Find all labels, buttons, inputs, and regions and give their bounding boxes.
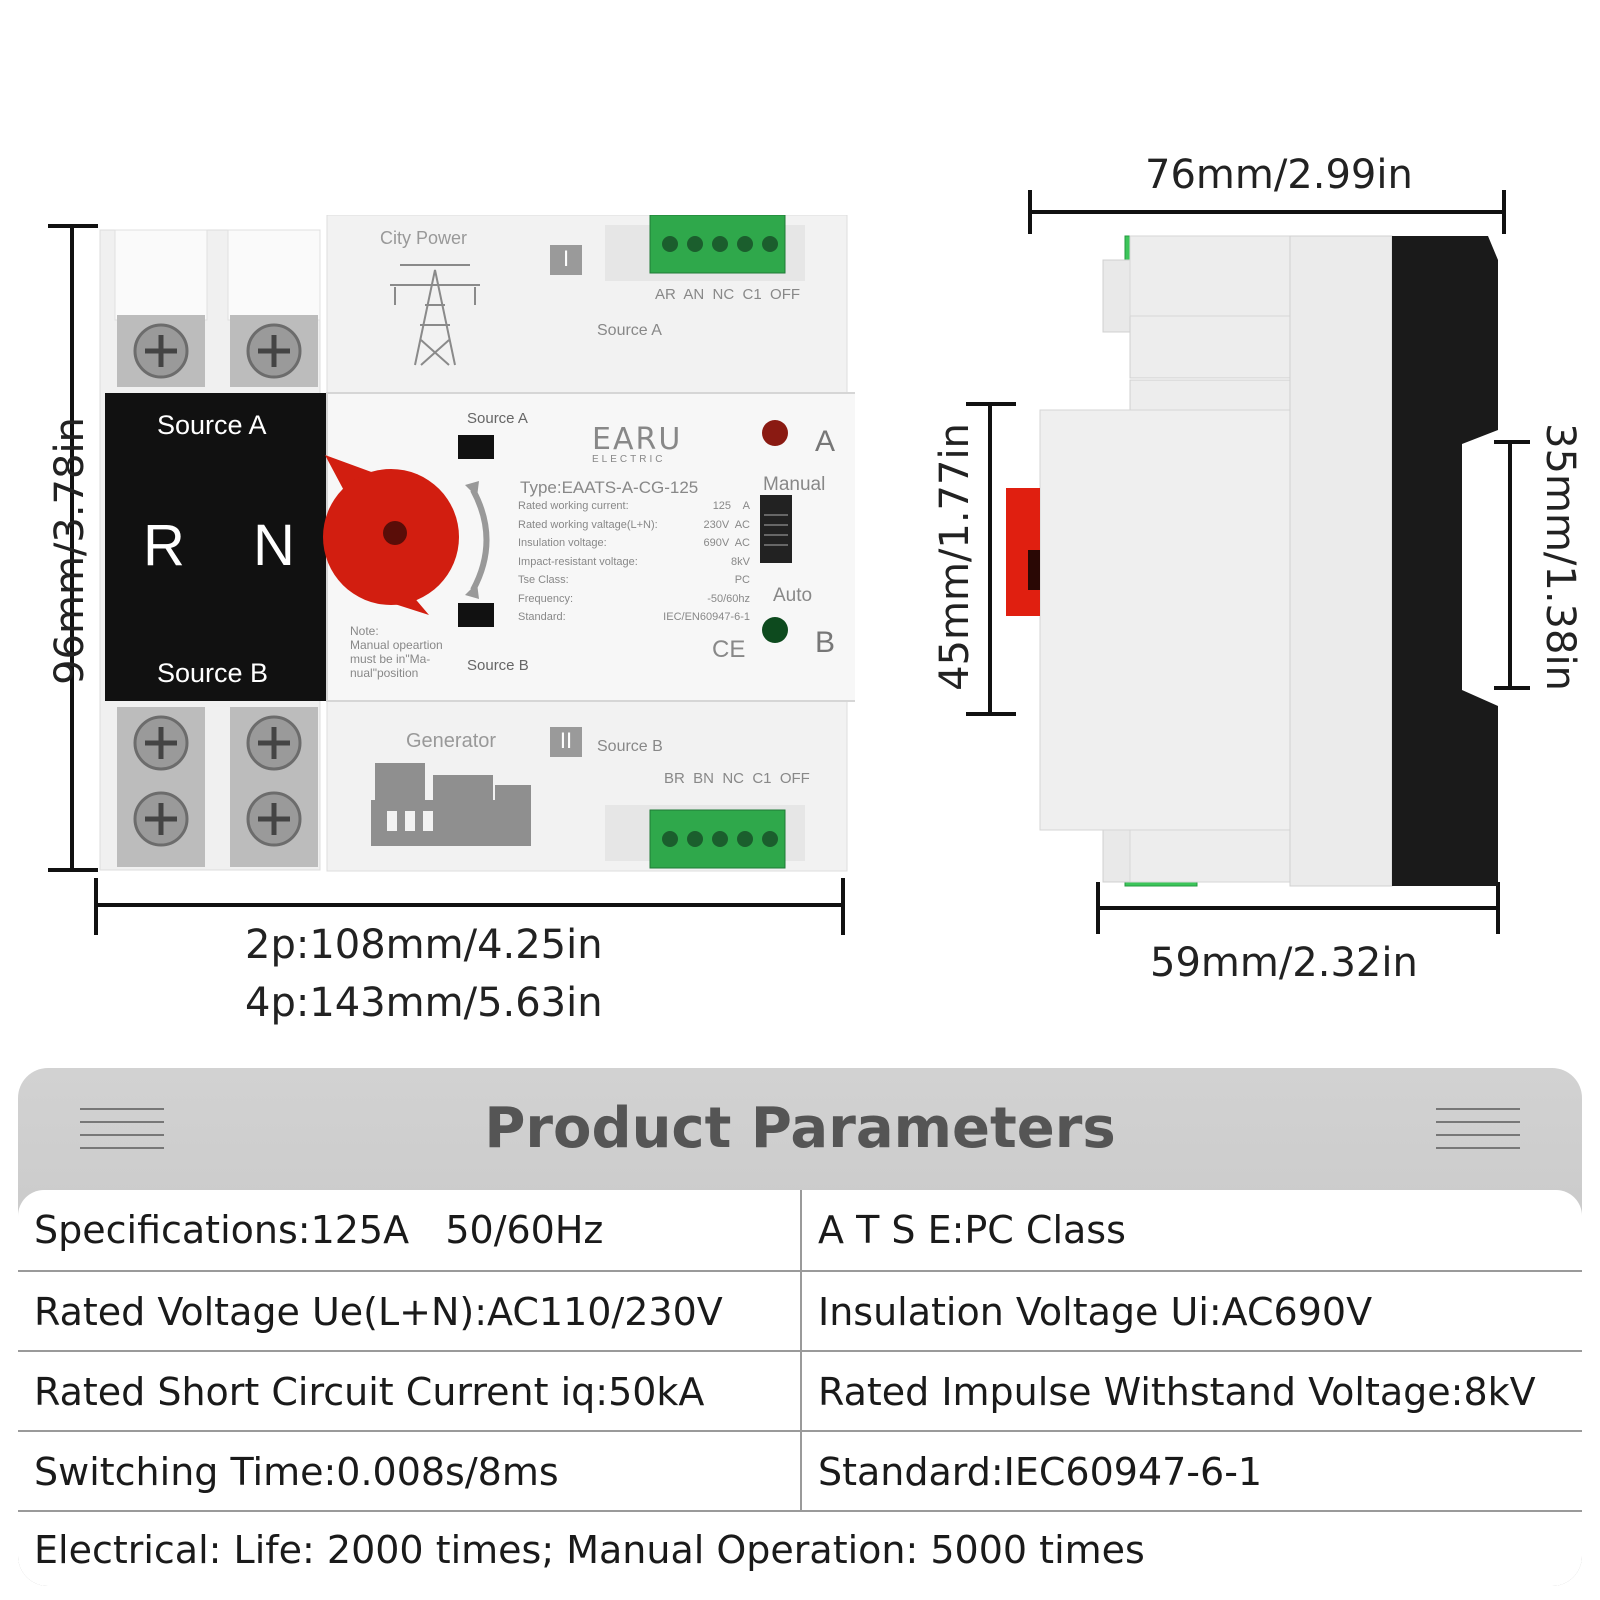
roman-one: I bbox=[562, 246, 570, 271]
handle-height-label: 45mm/1.77in bbox=[932, 423, 978, 691]
top-source-label: Source A bbox=[597, 322, 662, 339]
mode-switch bbox=[760, 495, 792, 563]
param-cell-left: Rated Short Circuit Current iq:50kA bbox=[34, 1370, 705, 1414]
front-height-label: 96mm/3.78in bbox=[47, 417, 93, 685]
roman-two: II bbox=[559, 728, 573, 753]
block-source-b: Source B bbox=[157, 658, 269, 688]
dimension-lines bbox=[48, 190, 1530, 935]
window-source-a-label: Source A bbox=[467, 410, 528, 427]
side-width-label: 76mm/2.99in bbox=[1145, 152, 1413, 198]
led-b-icon bbox=[762, 617, 788, 643]
type-label: Type:EAATS-A-CG-125 bbox=[520, 478, 699, 497]
table-row: Rated Voltage Ue(L+N):AC110/230V Insulat… bbox=[18, 1270, 1582, 1352]
power-pylon-icon bbox=[390, 264, 480, 366]
city-power-label: City Power bbox=[380, 228, 468, 248]
led-a-icon bbox=[762, 420, 788, 446]
product-parameters-panel: Product Parameters Specifications:125A 5… bbox=[18, 1068, 1582, 1586]
param-cell-left: Switching Time:0.008s/8ms bbox=[34, 1450, 559, 1494]
front-width-label-2p: 2p:108mm/4.25in bbox=[245, 922, 603, 968]
rotary-handle bbox=[323, 455, 459, 615]
terminal-screws-top bbox=[117, 315, 318, 387]
side-depth-label: 59mm/2.32in bbox=[1150, 940, 1418, 986]
params-title: Product Parameters bbox=[484, 1096, 1116, 1161]
table-row: Switching Time:0.008s/8ms Standard:IEC60… bbox=[18, 1430, 1582, 1512]
spec-row: Tse Class:PC bbox=[518, 574, 750, 586]
block-source-a: Source A bbox=[157, 410, 267, 440]
table-row: Rated Short Circuit Current iq:50kA Rate… bbox=[18, 1350, 1582, 1432]
param-cell-right: Insulation Voltage Ui:AC690V bbox=[818, 1290, 1373, 1334]
param-cell-right: Rated Impulse Withstand Voltage:8kV bbox=[818, 1370, 1536, 1414]
param-cell-right: A T S E:PC Class bbox=[818, 1208, 1126, 1252]
block-r: R bbox=[143, 513, 185, 578]
generator-label: Generator bbox=[406, 730, 497, 752]
spec-row: Insulation voltage:690V AC bbox=[518, 537, 750, 549]
spec-row: Standard:IEC/EN60947-6-1 bbox=[518, 611, 750, 623]
param-cell-full: Electrical: Life: 2000 times; Manual Ope… bbox=[34, 1528, 1145, 1572]
auto-label: Auto bbox=[773, 585, 813, 606]
spec-row: Impact-resistant voltage:8kV bbox=[518, 555, 750, 568]
rotation-arrow-icon bbox=[470, 488, 490, 592]
top-terminal-labels: AR AN NC C1 OFF bbox=[655, 286, 801, 303]
window-source-b-label: Source B bbox=[467, 657, 529, 674]
decorative-lines-right bbox=[1436, 1108, 1520, 1160]
param-cell-right: Standard:IEC60947-6-1 bbox=[818, 1450, 1263, 1494]
ce-mark: CE bbox=[712, 636, 746, 663]
param-cell-left: Specifications:125A 50/60Hz bbox=[34, 1208, 604, 1252]
generator-icon bbox=[371, 763, 531, 846]
spec-list: Rated working current:125 A Rated workin… bbox=[518, 500, 750, 630]
decorative-lines-left bbox=[80, 1108, 164, 1160]
control-terminal-top bbox=[649, 215, 786, 274]
front-width-label-4p: 4p:143mm/5.63in bbox=[245, 980, 603, 1026]
block-n: N bbox=[253, 513, 295, 578]
terminal-screws-bottom bbox=[117, 707, 318, 867]
bottom-terminal-labels: BR BN NC C1 OFF bbox=[664, 770, 810, 787]
bottom-source-label: Source B bbox=[597, 738, 663, 755]
indicator-b-label: B bbox=[815, 626, 836, 659]
table-row-full: Electrical: Life: 2000 times; Manual Ope… bbox=[18, 1510, 1582, 1586]
params-table: Specifications:125A 50/60Hz A T S E:PC C… bbox=[18, 1190, 1582, 1586]
brand-logo: EARU bbox=[592, 422, 683, 457]
brand-sub: ELECTRIC bbox=[592, 454, 666, 465]
side-view-device bbox=[1006, 235, 1498, 887]
spec-row: Rated working valtage(L+N):230V AC bbox=[518, 518, 750, 531]
indicator-a-label: A bbox=[815, 425, 836, 458]
front-view-device bbox=[99, 215, 855, 872]
param-cell-left: Rated Voltage Ue(L+N):AC110/230V bbox=[34, 1290, 723, 1334]
spec-row: Rated working current:125 A bbox=[518, 500, 750, 512]
rail-height-label: 35mm/1.38in bbox=[1537, 423, 1583, 691]
manual-note: Note: Manual opeartion must be in"Ma- nu… bbox=[350, 624, 443, 680]
table-row: Specifications:125A 50/60Hz A T S E:PC C… bbox=[18, 1190, 1582, 1270]
control-terminal-bottom bbox=[649, 809, 786, 869]
manual-label: Manual bbox=[763, 474, 826, 495]
spec-row: Frequency:-50/60hz bbox=[518, 592, 750, 605]
